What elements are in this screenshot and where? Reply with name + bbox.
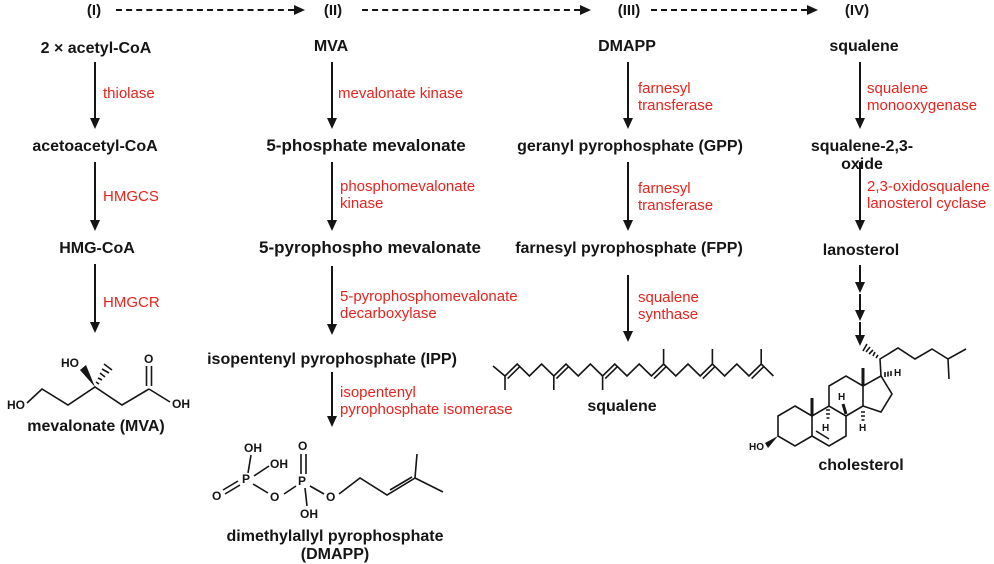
stage-label-2: (II) <box>323 2 343 19</box>
enzyme-oxidosqualene-cyclase: 2,3-oxidosqualene lanosterol cyclase <box>867 178 990 212</box>
compound-acetoacetyl-coa: acetoacetyl-CoA <box>32 138 158 155</box>
enzyme-hmgcs: HMGCS <box>103 188 159 205</box>
atom-label: H <box>859 423 866 434</box>
atom-label: O <box>298 439 307 453</box>
atom-label: OH <box>172 397 190 411</box>
stage-arrow-2-icon <box>362 5 591 15</box>
atom-label: P <box>242 472 250 486</box>
compound-5-pyrophospho-mevalonate: 5-pyrophospho mevalonate <box>259 238 481 257</box>
enzyme-pyrophosphomevalonate-decarboxylase: 5-pyrophosphomevalonate decarboxylase <box>340 288 518 322</box>
atom-label: O <box>212 489 221 503</box>
arrow-squalene-synthase-icon <box>627 275 629 331</box>
arrow-phosphomevalonate-kinase-icon <box>331 162 333 220</box>
stage-label-1: (I) <box>86 2 102 19</box>
compound-hmg-coa: HMG-CoA <box>59 240 135 257</box>
compound-5-phosphate-mevalonate: 5-phosphate mevalonate <box>266 136 466 155</box>
enzyme-farnesyl-transferase-2: farnesyl transferase <box>638 180 714 214</box>
cholesterol-structure: HO H H H H <box>749 343 967 453</box>
arrow-pyrophosphomevalonate-decarboxylase-icon <box>331 266 333 324</box>
enzyme-phosphomevalonate-kinase: phosphomevalonate kinase <box>340 178 476 212</box>
atom-label: HO <box>61 356 79 370</box>
enzyme-mevalonate-kinase: mevalonate kinase <box>338 85 464 102</box>
multi-step-arrow-3-icon <box>859 322 861 335</box>
compound-mevalonate: mevalonate (MVA) <box>27 418 165 435</box>
atom-label: HO <box>7 398 25 412</box>
atom-label: H <box>822 423 829 434</box>
stage-arrow-3-icon <box>651 5 818 15</box>
enzyme-squalene-monooxygenase: squalene monooxygenase <box>867 80 978 114</box>
compound-squalene: squalene <box>829 38 899 55</box>
stage-arrow-1-icon <box>116 5 305 15</box>
compound-mva: MVA <box>313 38 349 55</box>
compound-squalene-oxide: squalene-2,3-oxide <box>810 138 914 173</box>
enzyme-thiolase: thiolase <box>103 85 155 102</box>
atom-label: OH <box>300 507 318 521</box>
enzyme-ipp-isomerase: isopentenyl pyrophosphate isomerase <box>340 384 513 418</box>
atom-label: O <box>144 352 153 366</box>
arrow-hmgcs-icon <box>94 162 96 220</box>
enzyme-hmgcr: HMGCR <box>103 294 160 311</box>
multi-step-arrow-1-icon <box>859 265 861 282</box>
dmapp-structure: OH P OH O O P O OH O <box>212 439 444 521</box>
atom-label: H <box>838 392 845 403</box>
compound-squalene-label: squalene <box>587 398 657 415</box>
stage-label-4: (IV) <box>844 2 870 19</box>
compound-lanosterol: lanosterol <box>822 242 900 259</box>
arrow-ipp-isomerase-icon <box>331 372 333 416</box>
atom-label: OH <box>244 441 262 455</box>
arrow-mevalonate-kinase-icon <box>331 62 333 118</box>
squalene-structure <box>492 349 774 390</box>
compound-acetyl-coa: 2 × acetyl-CoA <box>40 40 152 57</box>
atom-label: H <box>894 368 901 379</box>
arrow-thiolase-icon <box>94 62 96 118</box>
atom-label: OH <box>270 457 288 471</box>
compound-fpp: farnesyl pyrophosphate (FPP) <box>515 240 743 257</box>
mevalonate-structure: HO HO O OH <box>7 352 190 412</box>
multi-step-arrow-2-icon <box>859 294 861 310</box>
arrow-farnesyl-transferase-2-icon <box>627 162 629 220</box>
atom-label: O <box>326 490 335 504</box>
arrow-squalene-monooxygenase-icon <box>859 62 861 118</box>
compound-cholesterol-label: cholesterol <box>818 457 904 474</box>
stage-label-3: (III) <box>617 2 641 19</box>
compound-ipp: isopentenyl pyrophosphate (IPP) <box>207 351 457 368</box>
atom-label: P <box>298 474 306 488</box>
compound-dmapp-label: dimethylallyl pyrophosphate (DMAPP) <box>226 528 444 563</box>
compound-gpp: geranyl pyrophosphate (GPP) <box>517 138 743 155</box>
enzyme-farnesyl-transferase-1: farnesyl transferase <box>638 80 714 114</box>
arrow-farnesyl-transferase-1-icon <box>627 62 629 118</box>
enzyme-squalene-synthase: squalene synthase <box>638 289 699 323</box>
arrow-hmgcr-icon <box>94 264 96 322</box>
atom-label: HO <box>749 442 764 453</box>
compound-dmapp: DMAPP <box>598 38 656 55</box>
arrow-oxidosqualene-cyclase-icon <box>859 162 861 220</box>
atom-label: O <box>270 490 279 504</box>
